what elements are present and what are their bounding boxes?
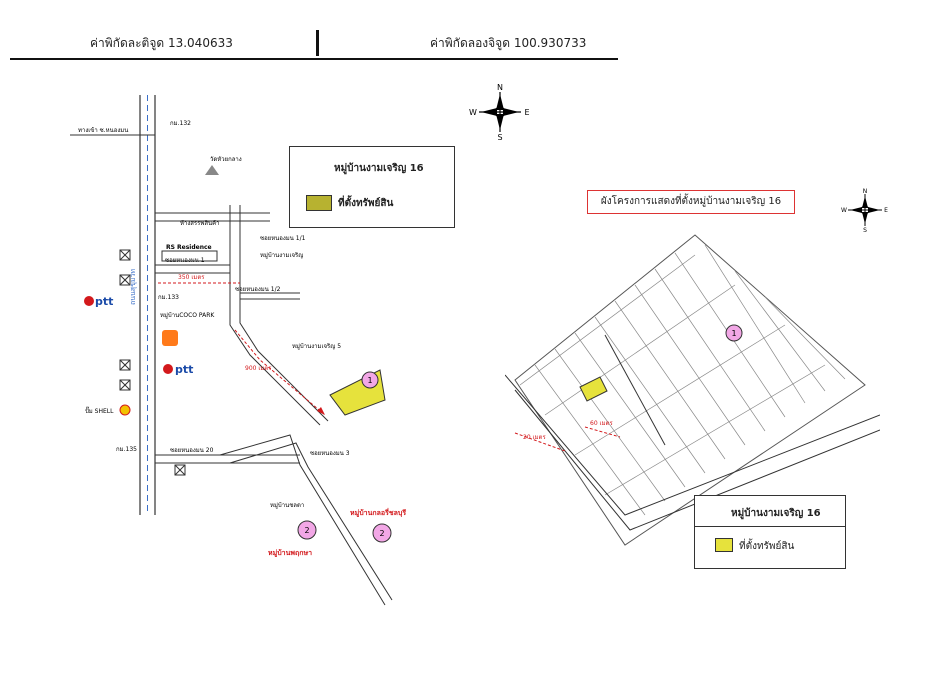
compass-e: E: [524, 108, 529, 117]
store-logo-icon: [162, 330, 178, 346]
compass-w: W: [469, 108, 477, 117]
shell-icon: [119, 404, 131, 416]
temple-label: วัดหัวยกลาง: [210, 156, 242, 163]
ptt-logo-2: ptt: [175, 363, 193, 376]
location-map: ถนนสุขุมวิท กม.132 กม.133 กม.135 ทางเข้า…: [70, 95, 406, 606]
soi11-label: ซอยหนองมน 1/1: [260, 235, 306, 242]
right-legend-swatch: [715, 538, 733, 552]
soi20-label: ซอยหนองมน 20: [170, 447, 214, 454]
km132-label: กม.132: [170, 120, 191, 127]
dist-60-label: 60 เมตร: [590, 420, 613, 427]
compass-small-s: S: [863, 227, 867, 232]
compass-s: S: [497, 133, 502, 142]
compass-small-w: W: [841, 207, 847, 214]
highway-label: ถนนสุขุมวิท: [129, 269, 137, 305]
right-legend: หมู่บ้านงามเจริญ 16 ที่ตั้งทรัพย์สิน: [694, 495, 846, 569]
ptt-icon-1: [84, 296, 94, 306]
compass-small-e: E: [884, 207, 888, 214]
shell-label: ปั๊ม SHELL: [85, 406, 114, 415]
coco-park-label: หมู่บ้านCOCO PARK: [160, 312, 215, 319]
red-label-1: หมู่บ้านกลอรี่ชลบุรี: [350, 507, 406, 518]
dist-900-label: 900 เมตร: [245, 365, 272, 372]
mall-label: ห้างสรรพสินค้า: [180, 220, 219, 227]
left-legend-swatch: [306, 195, 332, 211]
project-map-title: ผังโครงการแสดงที่ตั้งหมู่บ้านงามเจริญ 16: [587, 190, 795, 214]
km133-label: กม.133: [158, 294, 179, 301]
project-marker-1-text: 1: [731, 329, 736, 338]
project-marker-1: [725, 324, 743, 342]
marker-2b: [372, 523, 392, 543]
temple-icon: [205, 165, 219, 175]
compass-n: N: [497, 83, 503, 92]
soi3-label: ซอยหนองมน 3: [310, 450, 350, 457]
marker-2a: [297, 520, 317, 540]
coordinates-header: ค่าพิกัดละติจูด 13.040633 ค่าพิกัดลองจิจ…: [10, 22, 618, 60]
chonlada-label: หมู่บ้านชลดา: [270, 502, 304, 509]
marker-1-text: 1: [367, 376, 372, 385]
marker-2b-text: 2: [379, 529, 384, 538]
dist-350-label: 350 เมตร: [178, 274, 205, 281]
left-legend-label: ที่ตั้งทรัพย์สิน: [338, 198, 394, 209]
project-property-lot: [579, 376, 608, 402]
red-label-2: หมู่บ้านพฤกษา: [268, 548, 312, 558]
ngamcharoen-label: หมู่บ้านงามเจริญ: [260, 252, 303, 259]
compass-icon: N S W E: [469, 83, 529, 142]
left-legend-title: หมู่บ้านงามเจริญ 16: [334, 163, 424, 174]
longitude-label: ค่าพิกัดลองจิจูด 100.930733: [430, 36, 587, 50]
ptt-icon-2: [163, 364, 173, 374]
dist-20-label: 20 เมตร: [523, 434, 546, 441]
project-layout-map: 1 20 เมตร 60 เมตร: [505, 234, 880, 546]
compass-small-icon: N S W E: [841, 188, 888, 232]
soi12-label: ซอยหนองมน 1/2: [235, 286, 281, 293]
right-legend-label: ที่ตั้งทรัพย์สิน: [739, 541, 795, 552]
ptt-logo-1: ptt: [95, 295, 113, 308]
header-divider: [316, 30, 319, 56]
ngamcharoen5-label: หมู่บ้านงามเจริญ 5: [292, 343, 341, 350]
rs-residence-label: RS Residence: [166, 244, 212, 251]
right-legend-top-line: [695, 526, 845, 527]
marker-1: [361, 371, 379, 389]
road-top-label: ทางเข้า ซ.หนองมน: [78, 127, 128, 134]
marker-2a-text: 2: [304, 526, 309, 535]
latitude-label: ค่าพิกัดละติจูด 13.040633: [90, 36, 233, 50]
right-legend-title: หมู่บ้านงามเจริญ 16: [731, 508, 821, 519]
compass-small-n: N: [863, 188, 868, 195]
km135-label: กม.135: [116, 446, 137, 453]
left-legend: หมู่บ้านงามเจริญ 16 ที่ตั้งทรัพย์สิน: [289, 146, 455, 228]
